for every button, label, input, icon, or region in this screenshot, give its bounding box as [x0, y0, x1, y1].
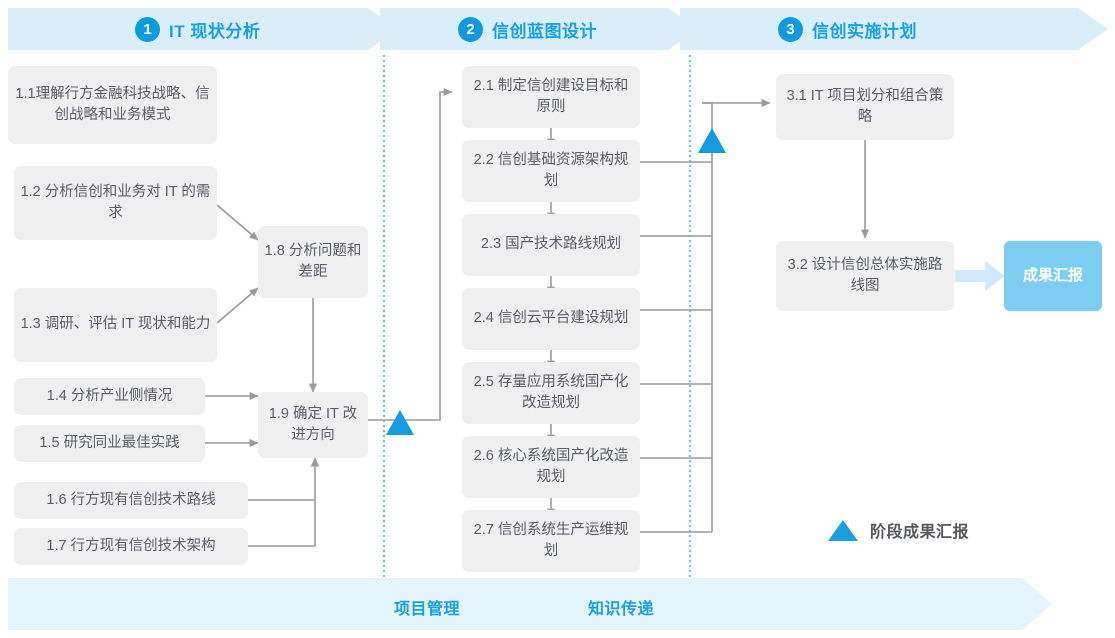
node-1-1[interactable]: 1.1理解行方金融科技战略、信创战略和业务模式 [8, 66, 217, 144]
node-2-2[interactable]: 2.2 信创基础资源架构规划 [462, 140, 640, 202]
milestone-triangle-phase1 [386, 410, 414, 435]
phase-title-3: 信创实施计划 [812, 21, 917, 41]
phase-title-2: 信创蓝图设计 [492, 21, 597, 41]
node-1-2[interactable]: 1.2 分析信创和业务对 IT 的需求 [14, 166, 217, 240]
edge-32-result-arrow [955, 261, 1005, 291]
phase-title-1: IT 现状分析 [169, 21, 261, 41]
collector-bus [702, 102, 713, 532]
node-2-4[interactable]: 2.4 信创云平台建设规划 [462, 288, 640, 350]
milestone-triangle-phase2 [698, 128, 726, 153]
node-2-5[interactable]: 2.5 存量应用系统国产化改造规划 [462, 362, 640, 424]
phase-header-3: 3 信创实施计划 [778, 8, 917, 50]
edge-16-19 [248, 457, 320, 501]
phase-banner-2 [380, 8, 698, 50]
phase-number-2: 2 [458, 16, 483, 42]
node-result-report[interactable]: 成果汇报 [1004, 241, 1102, 311]
phase-number-1: 1 [135, 16, 160, 42]
edge-12-18 [216, 204, 259, 241]
phase-number-3: 3 [778, 16, 803, 42]
legend-milestone: 阶段成果汇报 [828, 518, 969, 542]
legend-label: 阶段成果汇报 [870, 524, 970, 541]
node-1-9[interactable]: 1.9 确定 IT 改进方向 [258, 392, 368, 458]
node-1-5[interactable]: 1.5 研究同业最佳实践 [14, 425, 205, 462]
band-label-knowledge-transfer: 知识传递 [588, 601, 655, 618]
node-2-7[interactable]: 2.7 信创系统生产运维规划 [462, 510, 640, 572]
bottom-band [8, 578, 1052, 630]
edge-17-19 [248, 500, 316, 547]
node-1-3[interactable]: 1.3 调研、评估 IT 现状和能力 [14, 288, 217, 362]
node-2-1[interactable]: 2.1 制定信创建设目标和原则 [462, 66, 640, 128]
node-3-1[interactable]: 3.1 IT 项目划分和组合策略 [776, 74, 954, 140]
node-1-6[interactable]: 1.6 行方现有信创技术路线 [14, 482, 248, 519]
edge-19-21 [368, 88, 453, 421]
node-3-2[interactable]: 3.2 设计信创总体实施路线图 [776, 241, 954, 311]
phase-header-1: 1 IT 现状分析 [135, 8, 260, 50]
band-label-project-management: 项目管理 [394, 601, 461, 618]
node-2-6[interactable]: 2.6 核心系统国产化改造规划 [462, 436, 640, 498]
node-1-4[interactable]: 1.4 分析产业侧情况 [14, 378, 205, 415]
phase-banner-1 [8, 8, 398, 50]
node-1-8[interactable]: 1.8 分析问题和差距 [258, 226, 368, 298]
milestone-triangle-icon [828, 519, 858, 541]
edge-13-18 [216, 287, 259, 324]
phase-header-2: 2 信创蓝图设计 [458, 8, 597, 50]
node-2-3[interactable]: 2.3 国产技术路线规划 [462, 214, 640, 276]
node-1-7[interactable]: 1.7 行方现有信创技术架构 [14, 528, 248, 565]
